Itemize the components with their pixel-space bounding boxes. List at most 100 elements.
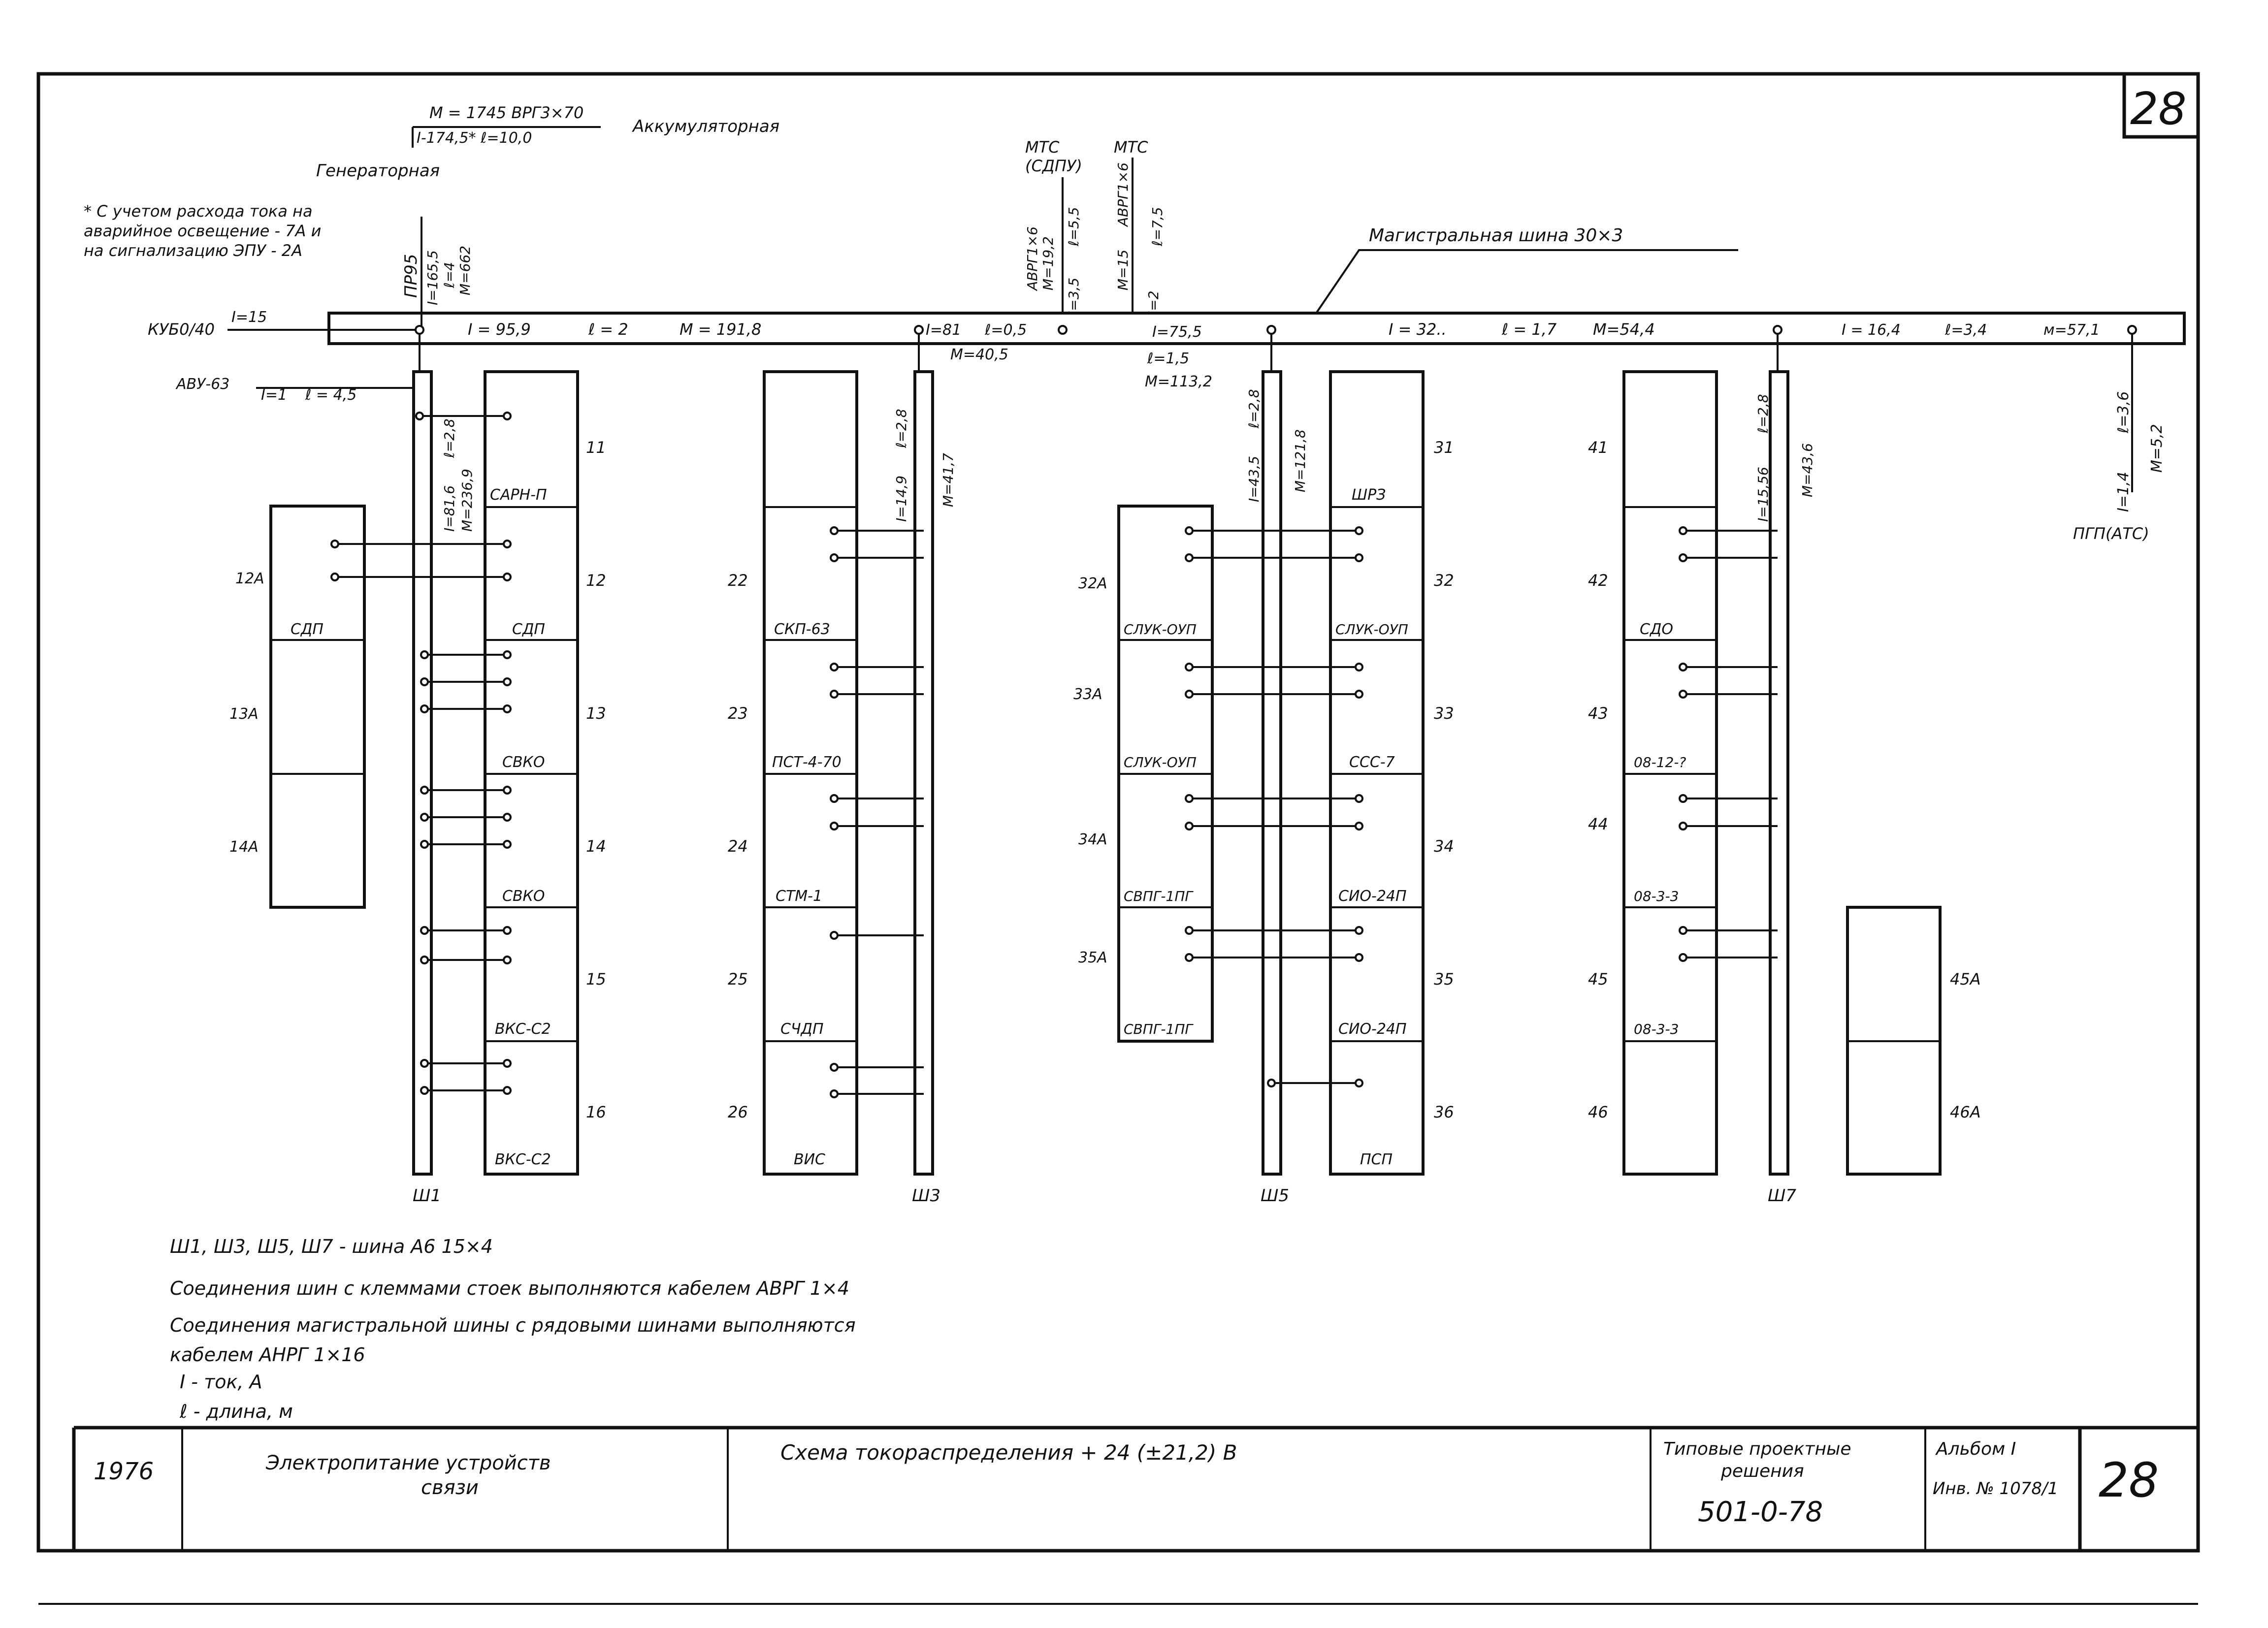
term-15b-l bbox=[420, 956, 429, 964]
seg3-moment: М=113,2 bbox=[1145, 373, 1212, 390]
pgp-moment: М=5,2 bbox=[2148, 424, 2166, 473]
rack-35a-name: СВПГ-1ПГ bbox=[1124, 1021, 1194, 1037]
mts-right-cable: АВРГ1×6 bbox=[1115, 162, 1131, 227]
seg3-current: I=75,5 bbox=[1152, 323, 1202, 341]
term-14c-l bbox=[420, 840, 429, 849]
term-24b bbox=[830, 822, 839, 830]
rack-12a-name: СДП bbox=[291, 621, 324, 638]
seg1-current: I = 95,9 bbox=[468, 320, 531, 339]
rack-33-name: ССС-7 bbox=[1349, 754, 1395, 771]
rack-36-number: 36 bbox=[1434, 1103, 1454, 1121]
term-13b-l bbox=[420, 677, 429, 686]
seg5-moment: м=57,1 bbox=[2043, 321, 2100, 339]
mts-left-title: МТС bbox=[1025, 138, 1060, 157]
avu-label: АВУ-63 bbox=[175, 376, 229, 393]
pr-moment: М=662 bbox=[457, 246, 473, 295]
bus-w1-current: I=81,6 bbox=[441, 485, 457, 532]
seg1-moment: М = 191,8 bbox=[680, 320, 761, 339]
note-line-1: Ш1, Ш3, Ш5, Ш7 - шина А6 15×4 bbox=[170, 1236, 493, 1257]
term-35a-l bbox=[1185, 926, 1194, 935]
rack-column-1a bbox=[269, 505, 366, 909]
bus-w1-label: Ш1 bbox=[413, 1186, 441, 1206]
rack-46a-number: 46А bbox=[1950, 1103, 1981, 1121]
rack-36-name: ПСП bbox=[1360, 1151, 1393, 1168]
term-45a bbox=[1679, 926, 1687, 935]
term-34a-r bbox=[1355, 794, 1363, 803]
term-16a-r bbox=[503, 1059, 512, 1068]
term-15a-l bbox=[420, 926, 429, 935]
rack-42-number: 42 bbox=[1588, 571, 1608, 590]
rack-24-name: СТМ-1 bbox=[776, 888, 822, 905]
term-32b-l bbox=[1185, 553, 1194, 562]
rack-13-name: СВКО bbox=[502, 754, 545, 771]
sheet-number-bottom: 28 bbox=[2099, 1453, 2159, 1508]
avu-length: ℓ = 4,5 bbox=[305, 386, 356, 404]
main-bus-title: Магистральная шина 30×3 bbox=[1369, 225, 1623, 246]
term-13b-r bbox=[503, 677, 512, 686]
seg4-length: ℓ = 1,7 bbox=[1501, 320, 1557, 339]
term-14a-r bbox=[503, 786, 512, 795]
generator-room-label: Генераторная bbox=[316, 161, 440, 181]
term-43a bbox=[1679, 663, 1687, 671]
rack-23-number: 23 bbox=[728, 704, 748, 723]
rack-32a-name: СЛУК-ОУП bbox=[1124, 621, 1197, 638]
tap-pgp bbox=[2127, 325, 2137, 335]
bus-w7 bbox=[1769, 370, 1789, 1176]
rack-11-name: САРН-П bbox=[490, 486, 547, 504]
rack-34a-name: СВПГ-1ПГ bbox=[1124, 888, 1194, 904]
rack-34-number: 34 bbox=[1434, 837, 1454, 856]
term-13a-l bbox=[420, 650, 429, 659]
note-line-4: кабелем АНРГ 1×16 bbox=[170, 1344, 365, 1366]
seg1-length: ℓ = 2 bbox=[588, 320, 628, 339]
bus-w7-current: I=15,56 bbox=[1755, 467, 1771, 522]
rack-33-number: 33 bbox=[1434, 704, 1454, 723]
seg2-current: I=81 bbox=[926, 321, 961, 339]
kub-current: I=15 bbox=[231, 309, 267, 326]
term-42a bbox=[1679, 526, 1687, 535]
tap-w5 bbox=[1266, 325, 1276, 335]
bus-w7-moment: М=43,6 bbox=[1799, 443, 1815, 497]
avu-current: I=1 bbox=[261, 386, 287, 404]
term-11-a bbox=[415, 412, 424, 420]
term-43b bbox=[1679, 690, 1687, 699]
term-25 bbox=[830, 931, 839, 940]
tap-mts bbox=[1058, 325, 1068, 335]
rack-32-name: СЛУК-ОУП bbox=[1335, 621, 1408, 638]
rack-25-name: СЧДП bbox=[780, 1021, 824, 1038]
term-32b-r bbox=[1355, 553, 1363, 562]
term-45b bbox=[1679, 953, 1687, 962]
series-name-2: решения bbox=[1720, 1461, 1804, 1481]
term-34b-l bbox=[1185, 822, 1194, 830]
rack-46-number: 46 bbox=[1588, 1103, 1608, 1121]
rack-14-number: 14 bbox=[586, 837, 606, 856]
rack-34-name: СИО-24П bbox=[1338, 888, 1407, 905]
term-35b-l bbox=[1185, 953, 1194, 962]
rack-43-number: 43 bbox=[1588, 704, 1608, 723]
mts-left-cable: АВРГ1×6 bbox=[1024, 226, 1040, 291]
bus-w5-length: ℓ=2,8 bbox=[1246, 389, 1262, 429]
rack-35-name: СИО-24П bbox=[1338, 1021, 1407, 1038]
title-subject-1: Электропитание устройств bbox=[265, 1452, 551, 1474]
kub-label: КУБ0/40 bbox=[148, 320, 215, 339]
term-14b-r bbox=[503, 813, 512, 822]
rack-35a-number: 35А bbox=[1078, 949, 1107, 966]
bus-w7-length: ℓ=2,8 bbox=[1755, 394, 1771, 434]
series-code: 501-0-78 bbox=[1698, 1496, 1823, 1528]
title-subject-2: связи bbox=[421, 1476, 479, 1499]
mts-right-i: I=2 bbox=[1145, 290, 1162, 315]
term-32a-r bbox=[1355, 526, 1363, 535]
rack-22-name: СКП-63 bbox=[774, 621, 830, 638]
rack-14a-number: 14А bbox=[229, 838, 259, 856]
connections bbox=[330, 412, 1778, 1098]
rack-25-number: 25 bbox=[728, 970, 748, 989]
term-12b-l bbox=[330, 573, 339, 581]
note-line-6: ℓ - длина, м bbox=[179, 1401, 293, 1422]
rack-15-number: 15 bbox=[586, 970, 606, 989]
term-14b-l bbox=[420, 813, 429, 822]
mts-right-l: ℓ=7,5 bbox=[1149, 207, 1166, 247]
accumulator-cable-m: M = 1745 ВРГ3×70 bbox=[429, 103, 583, 122]
term-14c-r bbox=[503, 840, 512, 849]
pr-label: ПР95 bbox=[401, 254, 421, 298]
term-26a bbox=[830, 1063, 839, 1072]
sheet-number-box bbox=[2122, 72, 2200, 139]
